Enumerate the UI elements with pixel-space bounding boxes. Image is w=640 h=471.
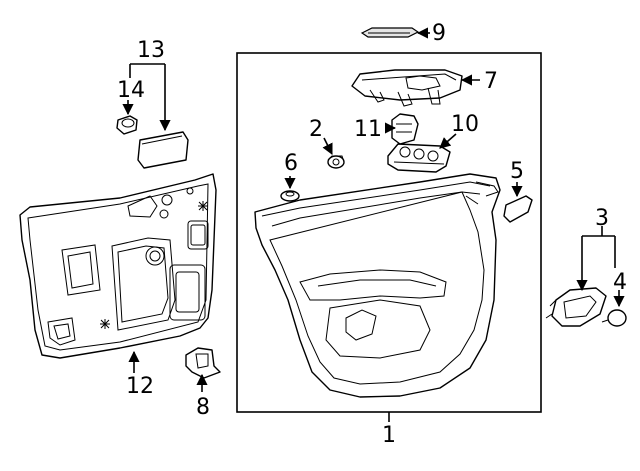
part-3-handle-bezel: [545, 287, 607, 327]
callouts: 1 2 3 4 5 6 7 8 9 10 11 12 13 14: [117, 21, 627, 448]
callout-6: 6: [284, 151, 298, 176]
part-14-clip: [116, 115, 138, 135]
callout-12: 12: [126, 374, 154, 399]
part-9-strip: [360, 27, 420, 38]
callout-5: 5: [510, 159, 524, 184]
part-1-door-trim-panel: [254, 173, 501, 398]
part-10-switch-assembly: [387, 143, 451, 173]
callout-3: 3: [595, 206, 609, 231]
callout-10: 10: [451, 112, 479, 137]
part-4-plug: [601, 309, 627, 327]
part-7-switch-bezel: [351, 69, 463, 107]
callout-1: 1: [382, 423, 396, 448]
part-8-bracket: [185, 347, 221, 379]
callout-14: 14: [117, 78, 145, 103]
part-11-switch: [391, 113, 419, 145]
callout-11: 11: [354, 117, 382, 142]
callout-2: 2: [309, 117, 323, 142]
part-6-grommet: [280, 190, 300, 202]
callout-4: 4: [613, 270, 627, 295]
leader-lines: [122, 27, 625, 422]
callout-8: 8: [196, 395, 210, 420]
callout-7: 7: [484, 69, 498, 94]
part-5-cover: [503, 195, 533, 223]
callout-13: 13: [137, 38, 165, 63]
callout-9: 9: [432, 21, 446, 46]
part-13-pad: [137, 131, 189, 169]
part-2-clip: [327, 155, 345, 169]
part-12-water-deflector: [19, 173, 217, 359]
